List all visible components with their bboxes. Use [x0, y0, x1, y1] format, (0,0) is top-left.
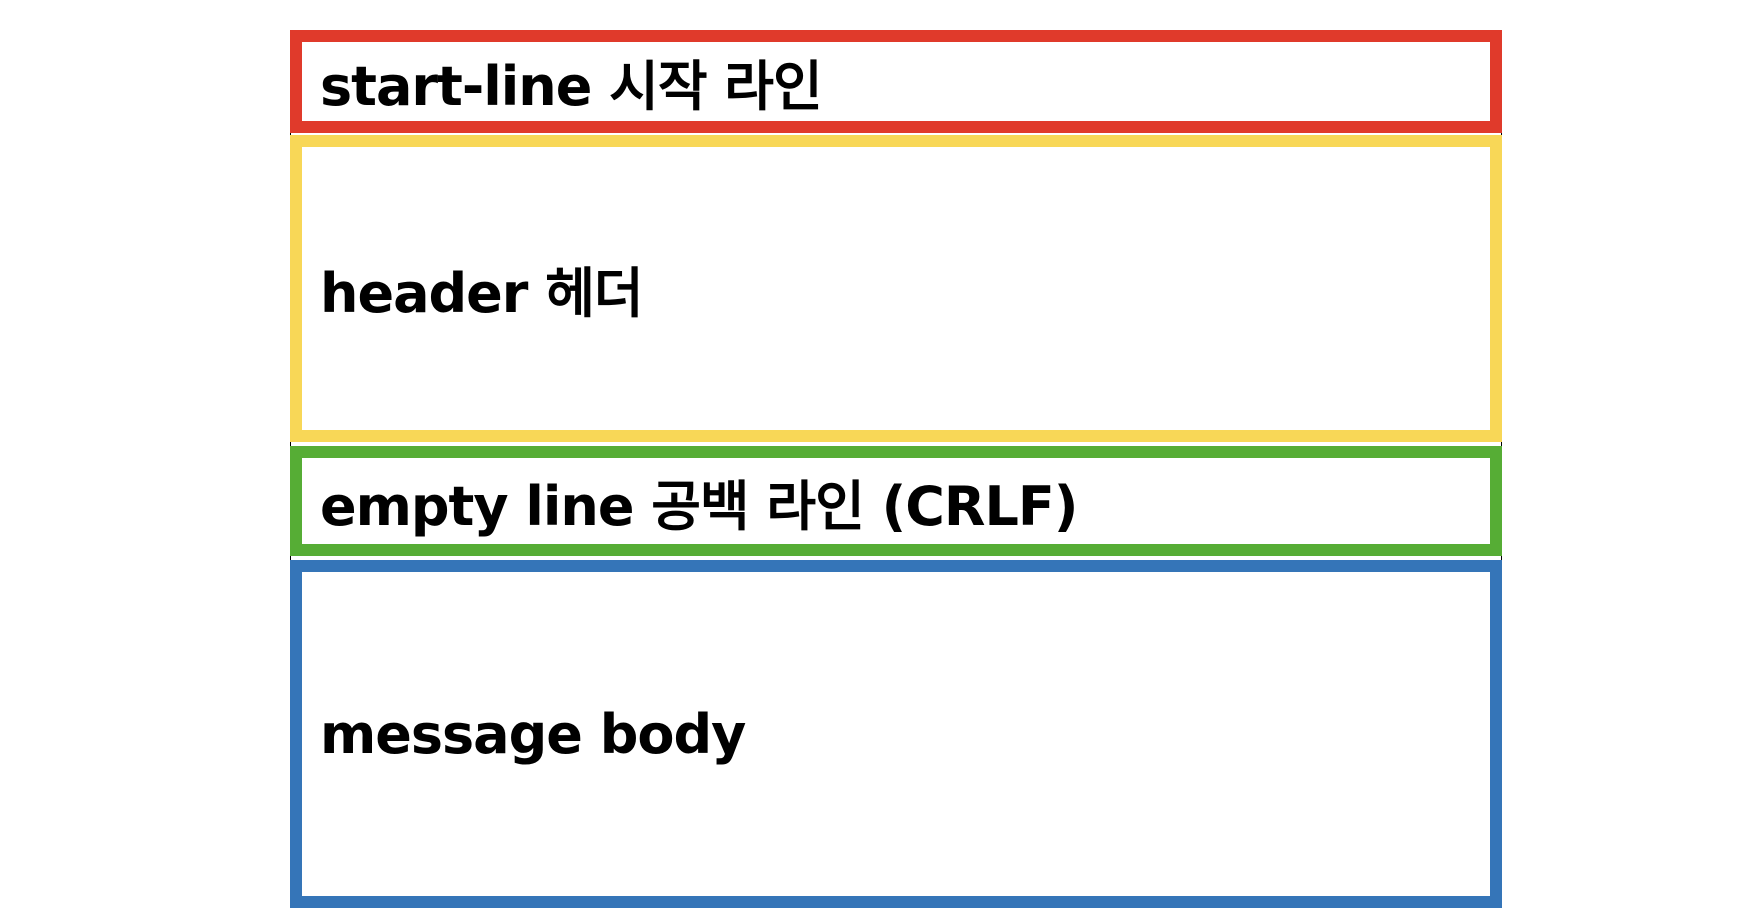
message-body-label: message body	[320, 702, 746, 766]
empty-line-label: empty line 공백 라인 (CRLF)	[320, 474, 1078, 538]
header-label: header 헤더	[320, 262, 644, 325]
empty-line-section: empty line 공백 라인 (CRLF)	[290, 446, 1502, 556]
message-body-section: message body	[290, 560, 1502, 908]
start-line-section: start-line 시작 라인	[290, 30, 1502, 133]
header-section: header 헤더	[290, 135, 1502, 442]
start-line-label: start-line 시작 라인	[320, 55, 823, 118]
